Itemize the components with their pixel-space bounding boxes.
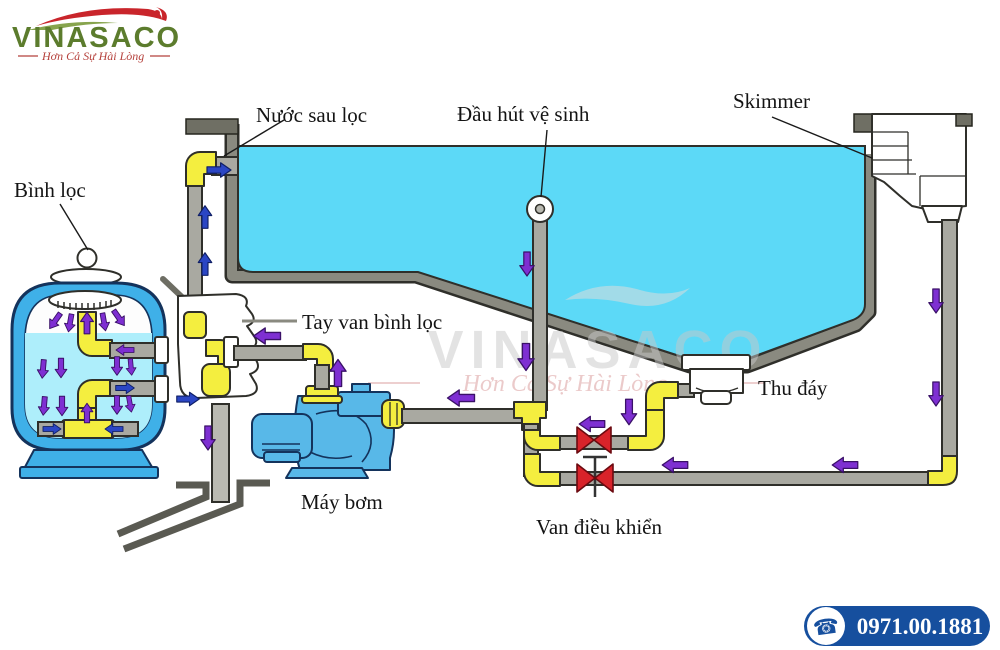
label-vacuum-fitting: Đầu hút vệ sinh	[457, 102, 590, 126]
label-filter-tank: Bình lọc	[14, 178, 86, 202]
valve-return-line	[576, 463, 614, 493]
watermark-tagline: Hơn Cả Sự Hài Lòng	[462, 371, 668, 397]
tank-pedestal	[23, 449, 154, 468]
drain-outlet	[700, 390, 732, 405]
chute-line-2	[122, 479, 270, 553]
pointer-filtered-water	[223, 119, 285, 157]
watermark-wave-icon	[565, 285, 690, 306]
valve-lower-elbow	[201, 363, 231, 397]
drain-sbend-upper	[645, 381, 679, 415]
manifold-lower-elbow	[523, 453, 561, 487]
label-main-drain: Thu đáy	[758, 376, 828, 400]
pool-coping-left	[185, 118, 239, 135]
pump-volute-line	[315, 409, 372, 463]
skimmer-assembly	[853, 113, 973, 465]
pump-motor-vents	[262, 443, 300, 451]
logo-dot	[154, 10, 160, 16]
label-control-valve: Van điều khiển	[536, 515, 662, 539]
valve-drain-line	[576, 426, 612, 454]
pump	[251, 383, 405, 479]
skimmer-down-pipe	[941, 219, 958, 465]
drain-flange	[681, 354, 751, 371]
label-filtered-water: Nước sau lọc	[256, 103, 367, 127]
label-pump: Máy bơm	[301, 490, 383, 514]
vacuum-fitting-hole	[534, 203, 546, 215]
phone-badge-pill[interactable]	[804, 606, 990, 646]
logo-wave-icon	[36, 7, 167, 26]
tank-base	[19, 466, 159, 479]
filter-tank	[10, 247, 169, 479]
vacuum-pipe	[532, 215, 548, 411]
label-valve-handle: Tay van bình lọc	[302, 310, 442, 334]
tank-diffuser-teeth	[57, 300, 112, 310]
pump-motor-foot	[263, 451, 301, 463]
control-valves	[576, 426, 614, 497]
chute-line-1	[116, 481, 210, 538]
pump-top-tab	[351, 383, 371, 393]
pointer-vacuum	[540, 129, 548, 198]
drain-sbend-lower	[627, 409, 665, 451]
label-skimmer: Skimmer	[733, 89, 810, 113]
skimmer-return-elbow	[927, 455, 958, 486]
pointer-lines	[59, 116, 873, 323]
pointer-filter-tank	[59, 203, 89, 251]
tank-upper-flange	[154, 336, 169, 364]
pump-volute-line2	[309, 451, 353, 460]
pump-suction-rings	[389, 402, 398, 426]
brand-tagline: Hơn Cả Sự Hài Lòng	[41, 49, 144, 63]
inlet-elbow	[185, 151, 217, 187]
tank-lower-flange	[154, 375, 169, 403]
skimmer-body	[871, 113, 967, 211]
pump-suction-fitting	[381, 399, 405, 429]
waste-chute	[116, 479, 270, 553]
phone-badge[interactable]: ☎ 0971.00.1881	[804, 606, 990, 646]
waste-pipe	[211, 403, 230, 503]
brand-name: VINASACO	[12, 22, 181, 54]
valve-to-pump-pipe	[233, 345, 307, 361]
diagram-labels: Bình lọc Nước sau lọc Đầu hút vệ sinh Sk…	[14, 89, 828, 539]
pump-discharge-flange	[301, 395, 343, 404]
logo-wave-icon-green	[28, 21, 118, 30]
pointer-skimmer	[771, 116, 873, 159]
suction-pipe	[401, 408, 523, 424]
tank-diffuser	[48, 290, 122, 310]
phone-icon: ☎	[812, 614, 841, 640]
riser-base-fitting	[183, 311, 207, 339]
phone-number: 0971.00.1881	[857, 614, 984, 639]
skimmer-weir-lines	[872, 131, 966, 206]
valve-handle	[160, 276, 186, 301]
manifold-upper-elbow	[523, 429, 561, 451]
tank-lid-knob	[76, 247, 98, 269]
pump-base	[285, 467, 369, 479]
watermark: VINASACO Hơn Cả Sự Hài Lòng	[368, 285, 764, 397]
discharge-riser-pipe	[314, 364, 330, 390]
phone-icon-circle	[807, 607, 845, 645]
skimmer-lid-tab	[955, 113, 973, 127]
brand-logo: VINASACO Hơn Cả Sự Hài Lòng	[12, 7, 181, 63]
